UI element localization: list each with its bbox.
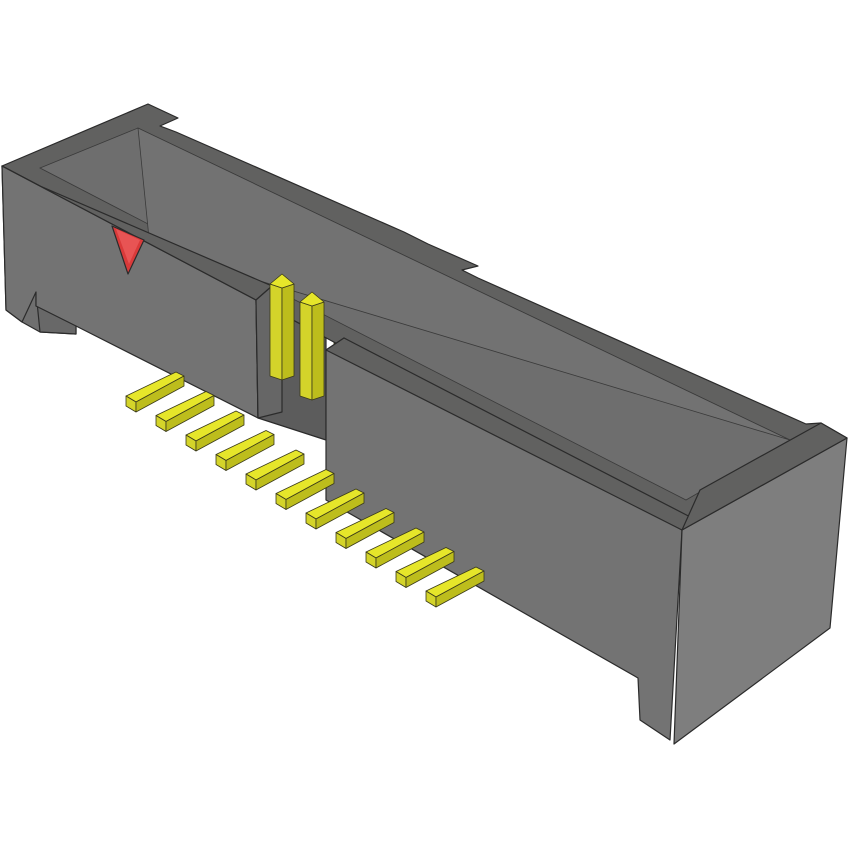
lead-side	[315, 492, 365, 530]
lead-side	[375, 531, 425, 569]
lead-side	[285, 473, 335, 510]
slot-pins	[269, 273, 325, 401]
lead-side	[135, 375, 185, 413]
lead-side	[405, 551, 455, 588]
lead-side	[255, 453, 305, 491]
pin-tip	[299, 291, 325, 307]
pin-face-left	[299, 301, 313, 401]
lead-side	[165, 395, 215, 432]
pin1-marker-highlight	[116, 229, 140, 264]
pin-face-right	[281, 283, 295, 381]
lead-side	[195, 414, 245, 452]
lead-side	[225, 434, 275, 471]
pin-face-right	[311, 301, 325, 401]
cavity-back-wall	[137, 127, 791, 441]
lead-pins	[125, 371, 485, 608]
right-end-top	[681, 422, 848, 531]
lead-side	[345, 512, 395, 549]
lead-side	[435, 570, 485, 608]
pin-tip	[269, 273, 295, 289]
pin-face-left	[269, 283, 283, 381]
